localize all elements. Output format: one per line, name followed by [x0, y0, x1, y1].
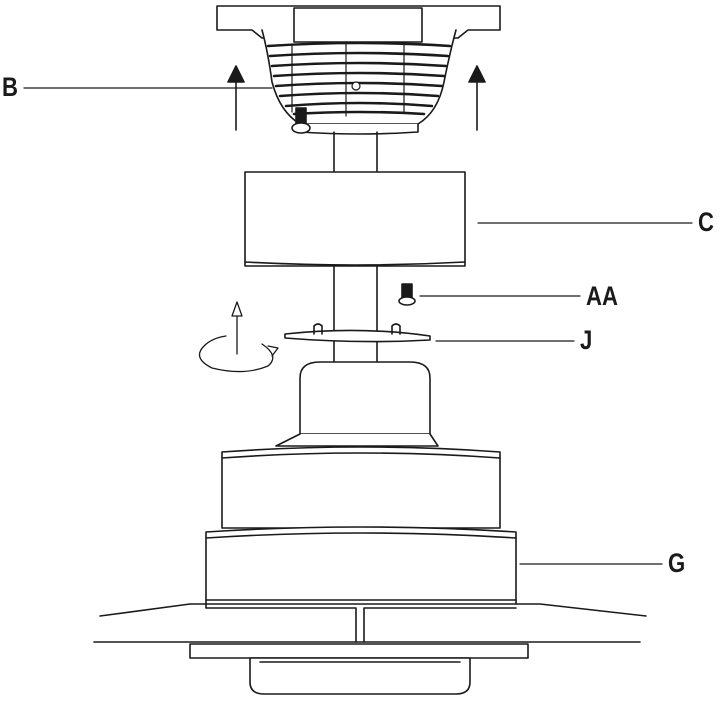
lower-housing-g — [206, 527, 516, 604]
mounting-plate-j — [285, 324, 430, 342]
plate-tab-right — [392, 324, 400, 334]
housing-shoulder — [276, 434, 438, 446]
label-c: C — [698, 207, 714, 237]
up-arrow-right — [469, 66, 485, 130]
bottom-cap — [190, 644, 528, 694]
label-b: B — [2, 72, 18, 102]
housing-upper — [222, 447, 500, 528]
label-j: J — [580, 325, 593, 355]
blade-left — [100, 604, 356, 642]
leader-lines — [24, 88, 692, 564]
screw-aa — [399, 284, 415, 305]
rotate-arrow-icon — [200, 302, 279, 372]
plate-tab-left — [314, 324, 322, 334]
coupling-cover-c — [245, 172, 465, 266]
canopy-rib-accents — [292, 44, 404, 116]
canopy-b — [217, 6, 500, 134]
canopy-hanger-block — [294, 8, 422, 42]
downrod — [334, 132, 377, 362]
housing-neck — [300, 362, 430, 434]
label-aa: AA — [586, 281, 618, 311]
fan-blades — [94, 604, 646, 642]
canopy-collar — [300, 124, 418, 134]
blade-right — [364, 604, 646, 642]
label-g: G — [668, 548, 686, 578]
motor-housing — [222, 362, 500, 528]
up-arrow-left — [228, 66, 244, 130]
canopy-screw — [292, 108, 310, 133]
